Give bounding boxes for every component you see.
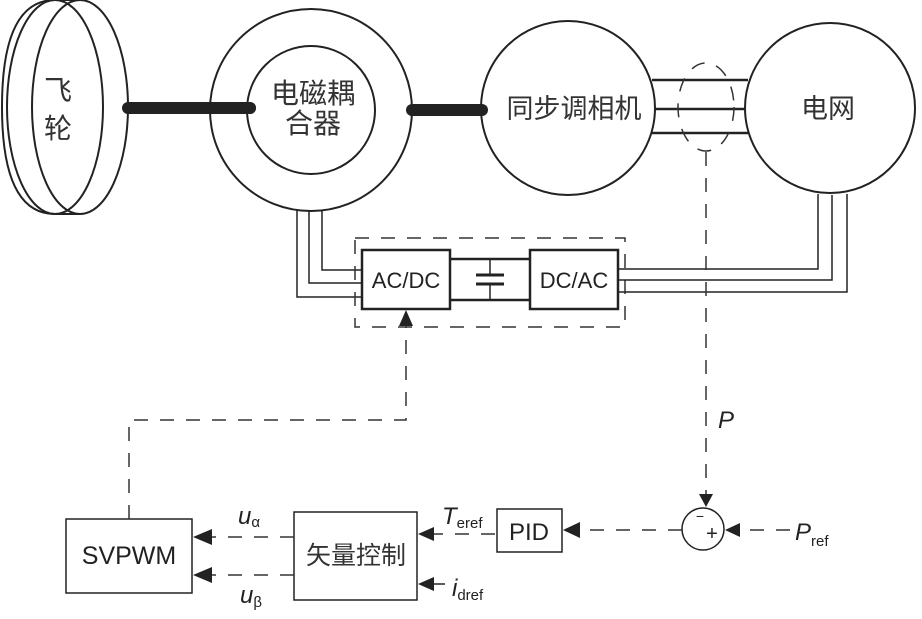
coupler-label-2: 合器 [285,107,341,140]
pid-controller: PID [496,508,563,553]
signal-teref-label: Teref [442,503,483,532]
three-phase-link-converter-grid [618,194,848,293]
signal-p-label: P [718,407,734,434]
summer-minus: − [696,508,704,524]
three-phase-link-coupler-converter [296,210,362,298]
ac-dc-label: AC/DC [372,268,441,293]
signal-idref-label: idref [452,575,484,604]
converter-enclosure [354,237,626,328]
power-sensor [677,62,735,152]
dc-ac-label: DC/AC [540,268,609,293]
coupler-label-1: 电磁耦 [271,77,355,110]
synchronous-condenser: 同步调相机 [480,20,656,196]
vector-control-block: 矢量控制 [293,511,418,601]
dc-ac-converter: DC/AC [528,248,620,311]
signal-ubeta-label: uβ [240,582,262,611]
flywheel-label-2: 轮 [44,112,72,145]
electromagnetic-coupler: 电磁耦 合器 [209,8,413,212]
summer-plus: + [706,523,718,545]
summing-junction: − + [681,507,725,551]
flywheel: 飞 轮 [0,0,129,215]
signal-ualpha-label: uα [238,503,260,531]
dc-link-capacitor [450,257,530,302]
grid-label: 电网 [801,94,855,125]
vector-control-label: 矢量控制 [306,541,406,570]
flywheel-label-1: 飞 [44,74,72,107]
power-grid: 电网 [744,22,916,194]
svpwm-block: SVPWM [65,518,193,594]
ac-dc-converter: AC/DC [360,248,452,311]
pwm-gate-signal-line [128,322,407,519]
signal-pref-label: Pref [795,519,829,550]
pid-label: PID [509,519,549,546]
condenser-label: 同步调相机 [507,94,642,125]
svpwm-label: SVPWM [82,542,176,570]
three-phase-link-condenser-grid [652,78,748,135]
